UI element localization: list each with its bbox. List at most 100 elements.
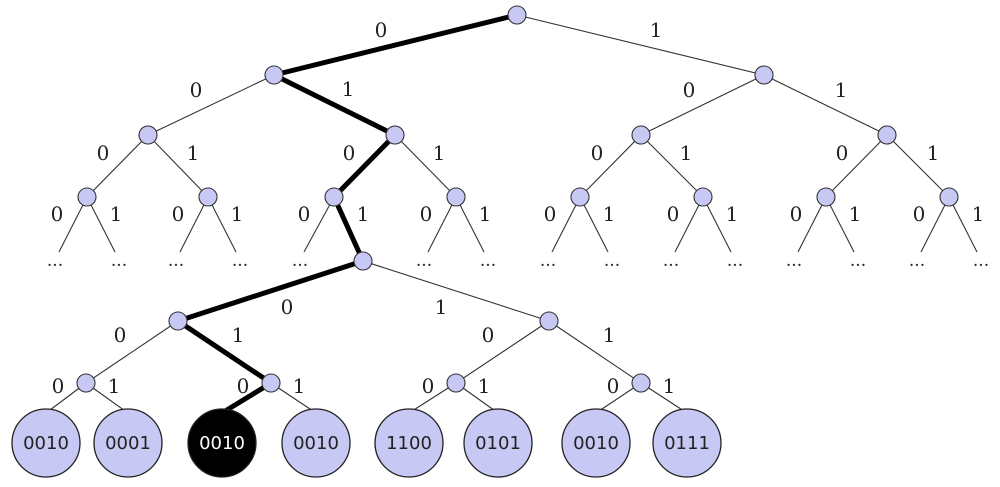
edge-label-RRL-0: 0 bbox=[790, 202, 803, 226]
nodes-layer bbox=[11, 5, 959, 478]
edge-sub-0-1 bbox=[175, 318, 274, 386]
ellipsis-RRR-1: ... bbox=[973, 251, 989, 271]
edge-RLL-1 bbox=[579, 196, 609, 253]
node-RLL bbox=[570, 187, 590, 207]
edge-LRL-0 bbox=[303, 196, 335, 253]
edge-label-RLR-1: 1 bbox=[726, 202, 739, 226]
node-RRR bbox=[939, 187, 959, 207]
edge-label-RRR-1: 1 bbox=[972, 202, 985, 226]
edge-RLR-1 bbox=[702, 196, 732, 253]
edge-LL-1 bbox=[147, 134, 209, 198]
subtree-node-LR bbox=[261, 373, 281, 393]
leaf-node bbox=[11, 408, 81, 478]
edge-LLR-0 bbox=[179, 196, 209, 253]
node-LRR bbox=[446, 187, 466, 207]
edge-RL-0 bbox=[579, 134, 642, 198]
edge-label-sub-1-1: 1 bbox=[603, 323, 616, 347]
edge-label-LL-0: 0 bbox=[97, 141, 110, 165]
edge-LR-0 bbox=[331, 132, 398, 200]
edge-0-0 bbox=[147, 74, 275, 136]
edge-root-0 bbox=[271, 12, 520, 78]
edge-label-sub-RR-1: 1 bbox=[663, 374, 676, 398]
ellipsis-RLR-0: ... bbox=[663, 251, 679, 271]
edge-label-LR-1: 1 bbox=[433, 141, 446, 165]
edge-RRL-1 bbox=[825, 196, 855, 253]
edge-RRR-1 bbox=[948, 196, 978, 253]
edge-label-LLR-0: 0 bbox=[172, 202, 185, 226]
edge-label-sub-LR-0: 0 bbox=[237, 374, 250, 398]
edge-label-LR-0: 0 bbox=[343, 141, 356, 165]
edge-LLL-1 bbox=[86, 196, 116, 253]
edge-label-sub-0-0: 0 bbox=[114, 323, 127, 347]
edge-1-0 bbox=[640, 74, 765, 136]
subtree-root-node bbox=[353, 251, 373, 271]
leaf-label: 0010 bbox=[199, 433, 245, 454]
edge-sub-1 bbox=[362, 260, 550, 322]
edge-1-1 bbox=[763, 74, 888, 136]
edge-label-LLR-1: 1 bbox=[231, 202, 244, 226]
ellipsis-LLL-0: ... bbox=[47, 251, 63, 271]
edge-label-root-0: 0 bbox=[375, 18, 388, 42]
ellipsis-LRL-0: ... bbox=[292, 251, 308, 271]
edge-label-RL-1: 1 bbox=[680, 141, 693, 165]
edge-0-1 bbox=[271, 72, 398, 138]
edge-LRR-0 bbox=[427, 196, 457, 253]
ellipsis-LLR-1: ... bbox=[232, 251, 248, 271]
edge-label-sub-0: 0 bbox=[281, 295, 294, 319]
ellipsis-RRL-1: ... bbox=[850, 251, 866, 271]
ellipsis-LLL-1: ... bbox=[111, 251, 127, 271]
edge-sub-1-1 bbox=[548, 320, 642, 384]
edge-LRL-1 bbox=[331, 194, 366, 264]
edge-label-RRR-0: 0 bbox=[913, 202, 926, 226]
edge-label-LRL-0: 0 bbox=[298, 202, 311, 226]
edge-RRR-0 bbox=[920, 196, 950, 253]
ellipsis-LLR-0: ... bbox=[168, 251, 184, 271]
node-R bbox=[754, 65, 774, 85]
ellipsis-RLL-1: ... bbox=[604, 251, 620, 271]
edge-sub-0 bbox=[175, 258, 366, 324]
leaf-label: 0010 bbox=[23, 433, 69, 454]
leaf-label: 0111 bbox=[664, 433, 710, 454]
edge-label-0-1: 1 bbox=[342, 77, 355, 101]
edge-label-RLL-0: 0 bbox=[544, 202, 557, 226]
subtree-node-RR bbox=[631, 373, 651, 393]
edge-label-RR-0: 0 bbox=[836, 141, 849, 165]
edge-LL-0 bbox=[86, 134, 149, 198]
edge-label-LL-1: 1 bbox=[187, 141, 200, 165]
edge-label-root-1: 1 bbox=[650, 18, 663, 42]
edge-sub-0-0 bbox=[85, 320, 179, 384]
leaf-node bbox=[93, 408, 163, 478]
node-LLR bbox=[198, 187, 218, 207]
edge-label-RR-1: 1 bbox=[927, 141, 940, 165]
edge-label-1-0: 0 bbox=[683, 78, 696, 102]
edge-LR-1 bbox=[394, 134, 457, 198]
ellipsis-RLR-1: ... bbox=[727, 251, 743, 271]
edge-label-0-0: 0 bbox=[190, 78, 203, 102]
edge-RRL-0 bbox=[797, 196, 827, 253]
edge-label-LRR-1: 1 bbox=[479, 202, 492, 226]
ellipsis-RLL-0: ... bbox=[540, 251, 556, 271]
node-RRL bbox=[816, 187, 836, 207]
highlighted-path-layer bbox=[175, 12, 520, 416]
edge-RR-1 bbox=[886, 134, 950, 198]
leaf-label: 0010 bbox=[293, 433, 339, 454]
edge-label-sub-1-0: 0 bbox=[482, 323, 495, 347]
edge-label-sub-LL-0: 0 bbox=[52, 374, 65, 398]
edge-sub-LR-0 bbox=[219, 380, 274, 416]
ellipsis-LRR-0: ... bbox=[416, 251, 432, 271]
node-LL bbox=[138, 125, 158, 145]
edge-label-LRL-1: 1 bbox=[357, 202, 370, 226]
edge-LLR-1 bbox=[207, 196, 237, 253]
leaf-node bbox=[561, 408, 631, 478]
edge-label-RL-0: 0 bbox=[591, 141, 604, 165]
edge-label-sub-1: 1 bbox=[435, 295, 448, 319]
subtree-node-R bbox=[539, 311, 559, 331]
leaf-label: 0101 bbox=[475, 433, 521, 454]
leaf-node-highlighted bbox=[187, 408, 257, 478]
root-node bbox=[507, 5, 527, 25]
edge-RLL-0 bbox=[551, 196, 581, 253]
subtree-node-LL bbox=[76, 373, 96, 393]
edge-label-RLL-1: 1 bbox=[603, 202, 616, 226]
edge-label-sub-0-1: 1 bbox=[232, 323, 245, 347]
